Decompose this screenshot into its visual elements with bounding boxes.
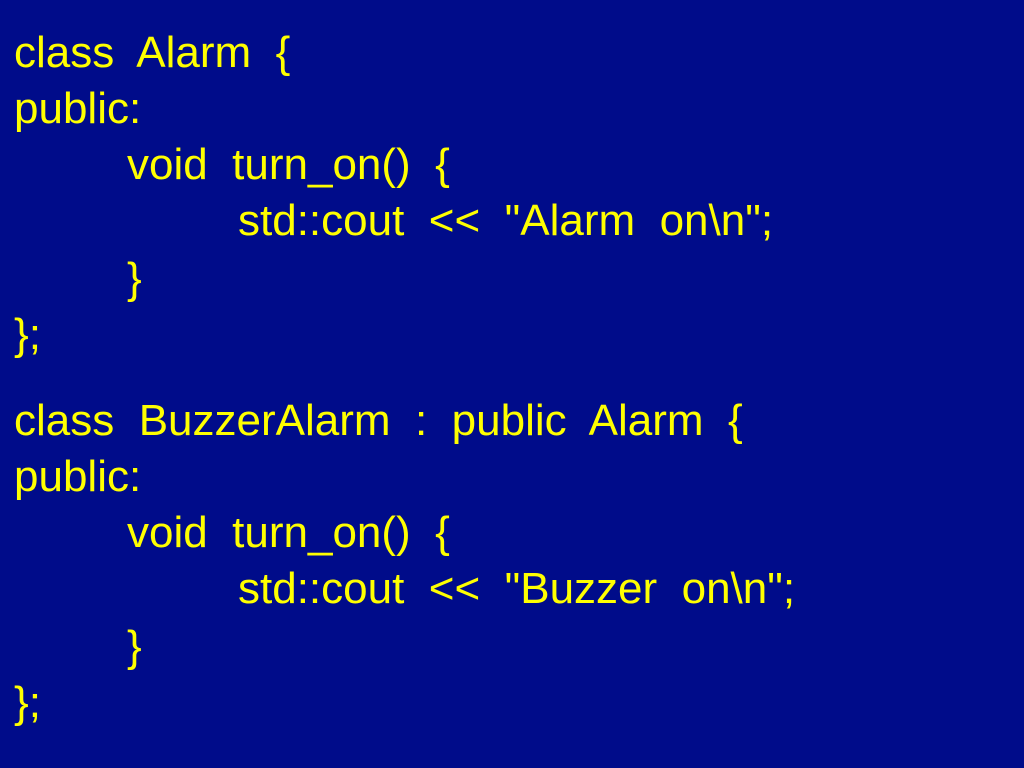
code-line: void turn_on() { xyxy=(127,508,450,557)
code-line: class Alarm { xyxy=(14,28,291,77)
code-line: public: xyxy=(14,84,142,133)
code-line: }; xyxy=(14,678,41,727)
code-line: public: xyxy=(14,452,142,501)
code-line: void turn_on() { xyxy=(127,140,450,189)
code-line: std::cout << "Buzzer on\n"; xyxy=(238,564,796,613)
code-line: std::cout << "Alarm on\n"; xyxy=(238,196,774,245)
code-line: } xyxy=(127,254,142,303)
code-line: }; xyxy=(14,310,41,359)
code-line: class BuzzerAlarm : public Alarm { xyxy=(14,396,743,445)
code-line: } xyxy=(127,622,142,671)
